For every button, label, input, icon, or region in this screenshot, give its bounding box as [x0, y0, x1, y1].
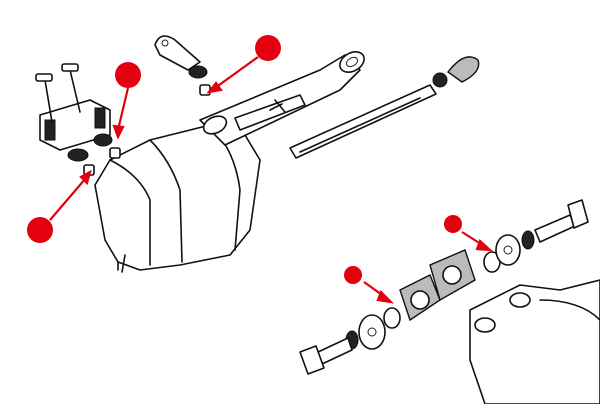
marker-dot-2 [255, 35, 281, 61]
bracket-top [154, 35, 211, 96]
shaft-assembly [199, 51, 365, 146]
arrowhead-3 [79, 169, 92, 186]
arrow-1 [116, 87, 130, 131]
callouts [27, 35, 494, 304]
arrowhead-1 [112, 124, 125, 140]
marker-dot-5 [344, 266, 362, 284]
marker-dot-4 [444, 215, 462, 233]
arrowhead-4 [475, 239, 494, 252]
bracket-left [35, 63, 121, 176]
arrowhead-5 [376, 290, 395, 304]
housing [94, 124, 261, 273]
arrowhead-2 [206, 81, 223, 94]
marker-dot-1 [115, 62, 141, 88]
marker-dot-3 [27, 217, 53, 243]
engine-mount [299, 199, 600, 404]
arrow-3 [49, 177, 87, 221]
arrow-2 [214, 56, 259, 89]
rod [289, 56, 480, 159]
